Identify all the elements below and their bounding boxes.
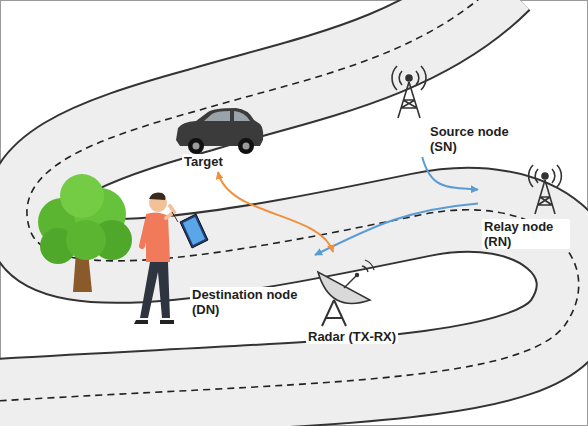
- labelled-icon-node: Relay node (RN): [478, 162, 584, 254]
- node-label: Target: [182, 154, 225, 169]
- road: [0, 0, 579, 402]
- node-label: Radar (TX-RX): [306, 329, 398, 344]
- node-label: Destination node (DN): [190, 287, 312, 317]
- labelled-icon-node: Destination node (DN): [126, 183, 315, 327]
- radar-dish: [318, 260, 374, 326]
- signal-arrow: [422, 157, 478, 190]
- labelled-icon-node: Radar (TX-RX): [300, 252, 410, 348]
- car: [176, 108, 263, 154]
- phone: [172, 212, 208, 248]
- labelled-icon-node: Target: [168, 106, 268, 172]
- tree: [38, 174, 132, 292]
- source-tower: [392, 66, 426, 118]
- relay-tower: [529, 165, 562, 214]
- node-label: Relay node (RN): [482, 219, 570, 249]
- labelled-icon-node: Source node (SN): [390, 62, 519, 157]
- person: [134, 193, 174, 324]
- signal-arrow: [315, 203, 478, 255]
- node-label: Source node (SN): [428, 124, 516, 154]
- signal-arrow: [218, 172, 333, 252]
